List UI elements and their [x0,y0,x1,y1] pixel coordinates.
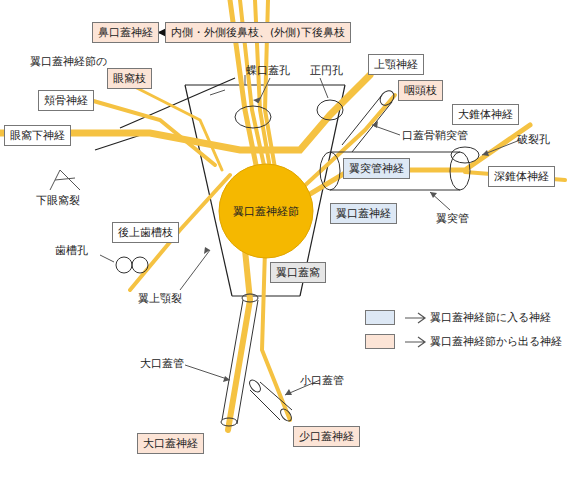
nerve-box: 翼口蓋神経 [330,203,397,224]
part-label: 大口蓋管 [140,357,184,371]
node-text: 頬骨神経 [44,94,88,107]
node-text: 咽頭枝 [404,84,437,97]
part-label: 下眼窩裂 [36,194,80,208]
node-text: 眼窩下神経 [10,129,65,142]
node-text: 翼口蓋窩 [276,266,320,279]
node-text: 翼口蓋神経 [336,207,391,220]
nerve-box: 咽頭枝 [398,80,443,101]
node-text: 大口蓋神経 [143,437,198,450]
nerve-box: 翼突管神経 [343,158,410,179]
legend-text: 翼口蓋神経節から出る神経 [430,334,562,350]
nerve-box: 深錐体神経 [488,166,555,187]
node-text: 大錐体神経 [458,108,513,121]
part-label: 破裂孔 [517,133,550,147]
node-text: 眼窩枝 [113,72,146,85]
nerve-box: 後上歯槽枝 [112,222,179,243]
part-label: 翼上顎裂 [138,292,182,306]
part-label: 翼突管 [436,212,469,226]
part-label: 蝶口蓋孔 [246,64,290,78]
nerve-box: 眼窩下神経 [4,125,71,146]
legend-text: 翼口蓋神経節に入る神経 [430,310,551,326]
node-text: 少口蓋神経 [299,430,354,443]
nerve-box: 少口蓋神経 [293,426,360,447]
nerve-box: 大口蓋神経 [137,433,204,454]
nerve-box: 内側・外側後鼻枝、(外側)下後鼻枝 [165,22,351,43]
node-text: 翼口蓋神経節 [233,204,299,219]
node-text: 後上歯槽枝 [118,226,173,239]
legend-swatch [365,334,395,349]
part-label: 翼口蓋神経節の [30,55,107,69]
nerve-box: 眼窩枝 [107,68,152,89]
legend-swatch [365,310,395,325]
part-label: 小口蓋管 [300,374,344,388]
node-text: 深錐体神経 [494,170,549,183]
node-text: 内側・外側後鼻枝、(外側)下後鼻枝 [171,26,345,39]
node-text: 鼻口蓋神経 [98,26,153,39]
node-text: 翼突管神経 [349,162,404,175]
nerve-box: 大錐体神経 [452,104,519,125]
ganglion-circle: 翼口蓋神経節 [218,163,314,259]
nerve-box: 鼻口蓋神経 [92,22,159,43]
nerve-box: 上顎神経 [368,54,424,75]
part-label: 正円孔 [310,64,343,78]
nerve-box: 頬骨神経 [38,90,94,111]
fossa-box: 翼口蓋窩 [270,262,326,283]
node-text: 上顎神経 [374,58,418,71]
part-label: 口蓋骨鞘突管 [402,129,468,143]
part-label: 歯槽孔 [55,244,88,258]
